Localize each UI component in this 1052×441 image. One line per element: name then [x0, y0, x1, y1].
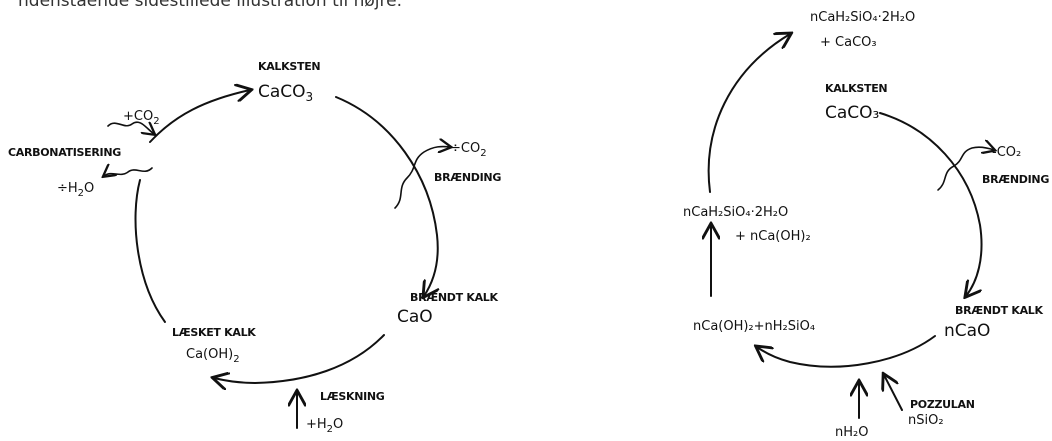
pozzulan-formula: nSiO₂ — [908, 413, 944, 428]
arc-brendt-to-laesket — [214, 334, 385, 383]
carb-water-text: ÷H2O — [57, 181, 94, 199]
left-product-line1: nCaH₂SiO₄·2H₂O — [683, 205, 788, 220]
water-input-label-r: nH₂O — [835, 425, 868, 440]
bottom-left-formula: nCa(OH)₂+nH₂SiO₄ — [693, 319, 815, 334]
left-product-line2: + nCa(OH)₂ — [735, 229, 811, 244]
arc-kalksten-to-brendt — [335, 96, 438, 296]
pozzulan-label: POZZULAN — [910, 398, 975, 411]
laesket-kalk-label: LÆSKET KALK — [172, 326, 256, 339]
page-caption: ndenstående sidestillede illustration ti… — [18, 0, 402, 11]
kalksten-label-r: KALKSTEN — [825, 82, 887, 95]
brendt-kalk-formula-r: nCaO — [944, 321, 990, 341]
laesket-kalk-formula: Ca(OH)2 — [186, 347, 240, 365]
top-product-line2: + CaCO₃ — [820, 35, 877, 50]
brending-co2-text: ÷CO2 — [450, 141, 487, 159]
left-lime-cycle: KALKSTEN CaCO3 ÷CO2 BRÆNDING BRÆNDT KALK… — [8, 60, 502, 435]
arc-laesket-up — [134, 179, 166, 323]
laeskning-water: +H2O — [306, 417, 343, 435]
carbonatisering-label: CARBONATISERING — [8, 146, 121, 159]
arc-left-to-top — [707, 34, 790, 193]
carb-co2-text: +CO2 — [123, 109, 160, 127]
co2-out-squiggle — [394, 147, 450, 209]
brending-label-r: BRÆNDING — [982, 173, 1049, 186]
brending-co2-r: -CO₂ — [992, 145, 1021, 160]
arrow-to-kalksten — [149, 90, 250, 143]
brendt-kalk-formula: CaO — [397, 307, 433, 327]
co2-in-squiggle — [107, 122, 154, 134]
arc-brendt-to-bottom — [757, 335, 936, 368]
laeskning-label: LÆSKNING — [320, 390, 385, 403]
brendt-kalk-label: BRÆNDT KALK — [410, 291, 499, 304]
brending-label: BRÆNDING — [434, 171, 501, 184]
right-pozzolan-cycle: nCaH₂SiO₄·2H₂O + CaCO₃ KALKSTEN CaCO₃ -C… — [683, 10, 1050, 440]
pozzulan-input-arrow — [884, 375, 903, 411]
kalksten-label: KALKSTEN — [258, 60, 320, 73]
arc-kalksten-to-brendt-r — [879, 112, 983, 296]
h2o-out-squiggle — [104, 168, 153, 176]
brendt-kalk-label-r: BRÆNDT KALK — [955, 304, 1044, 317]
kalksten-formula-r: CaCO₃ — [825, 103, 879, 123]
kalksten-formula: CaCO3 — [258, 82, 313, 104]
top-product-line1: nCaH₂SiO₄·2H₂O — [810, 10, 915, 25]
co2-out-squiggle-r — [937, 147, 994, 191]
